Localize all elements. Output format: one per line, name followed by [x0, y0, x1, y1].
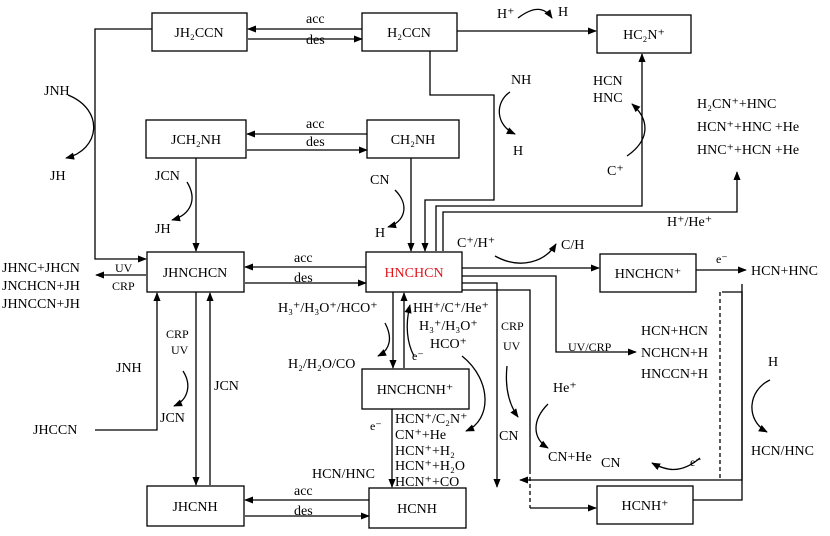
svg-text:UV: UV: [171, 343, 189, 357]
svg-text:CN: CN: [499, 429, 518, 444]
svg-text:acc: acc: [306, 12, 325, 27]
svg-text:HNCHCNH⁺: HNCHCNH⁺: [377, 383, 454, 398]
svg-text:H₂/H₂O/CO: H₂/H₂O/CO: [288, 357, 355, 372]
svg-text:H: H: [375, 226, 385, 241]
svg-text:HCN: HCN: [593, 74, 623, 89]
svg-text:NCHCN+H: NCHCN+H: [641, 346, 708, 361]
svg-text:H₂CN⁺+HNC: H₂CN⁺+HNC: [697, 97, 776, 112]
svg-text:HCN+HNC: HCN+HNC: [751, 264, 818, 279]
svg-text:HCN/HNC: HCN/HNC: [312, 467, 375, 482]
svg-text:HCN+HCN: HCN+HCN: [641, 324, 708, 339]
svg-text:e⁻: e⁻: [370, 419, 382, 433]
svg-text:H: H: [513, 144, 523, 159]
svg-text:HNC⁺+HCN +He: HNC⁺+HCN +He: [697, 143, 799, 158]
svg-text:H₃⁺/H₃O⁺/HCO⁺: H₃⁺/H₃O⁺/HCO⁺: [278, 301, 378, 316]
svg-text:UV/CRP: UV/CRP: [568, 340, 612, 354]
svg-text:des: des: [306, 135, 325, 150]
svg-text:CN: CN: [601, 456, 620, 471]
svg-text:e⁻: e⁻: [690, 455, 702, 469]
svg-text:HCN⁺/C₂N⁺: HCN⁺/C₂N⁺: [395, 412, 468, 427]
svg-text:HCN⁺+H₂: HCN⁺+H₂: [395, 444, 455, 459]
svg-text:JCN: JCN: [155, 169, 180, 184]
svg-text:JH: JH: [50, 169, 66, 184]
svg-text:des: des: [294, 504, 313, 519]
svg-text:UV: UV: [115, 261, 133, 275]
svg-text:H: H: [768, 355, 778, 370]
curved-arrows: [65, 8, 771, 471]
svg-text:JNH: JNH: [44, 84, 70, 99]
svg-text:e⁻: e⁻: [716, 252, 728, 266]
svg-text:HNCHCN: HNCHCN: [384, 266, 443, 281]
svg-text:JCN: JCN: [160, 411, 185, 426]
node-jhcnh: JHCNH: [146, 485, 245, 527]
svg-text:e⁻: e⁻: [412, 349, 424, 363]
svg-text:JHNCCN+JH: JHNCCN+JH: [2, 297, 80, 312]
svg-text:CRP: CRP: [112, 279, 135, 293]
svg-text:UV: UV: [503, 339, 521, 353]
svg-text:acc: acc: [306, 117, 325, 132]
svg-text:JCN: JCN: [214, 379, 239, 394]
svg-text:HCN⁺+CO: HCN⁺+CO: [395, 475, 459, 490]
node-hnchcnh-plus: HNCHCNH⁺: [361, 368, 470, 410]
svg-text:HCNH: HCNH: [397, 502, 437, 517]
svg-text:NH: NH: [511, 73, 531, 88]
node-hc2n-plus: HC₂N⁺: [596, 14, 692, 54]
svg-text:JNH: JNH: [116, 361, 142, 376]
svg-text:JH: JH: [155, 222, 171, 237]
edge-labels: acc des acc des acc des acc des H⁺ H JNH…: [2, 5, 818, 519]
node-jhnchcn: JHNCHCN: [146, 251, 245, 293]
svg-text:C/H: C/H: [561, 238, 584, 253]
svg-text:H⁺: H⁺: [497, 7, 515, 22]
svg-text:JHNC+JHCN: JHNC+JHCN: [2, 261, 80, 276]
svg-text:des: des: [294, 271, 313, 286]
svg-text:HNCCN+H: HNCCN+H: [641, 367, 708, 382]
svg-text:C⁺/H⁺: C⁺/H⁺: [457, 236, 495, 251]
svg-text:HNCHCN⁺: HNCHCN⁺: [615, 267, 682, 282]
node-jh2ccn: JH₂CCN: [151, 12, 248, 52]
svg-text:des: des: [306, 33, 325, 48]
svg-text:HC₂N⁺: HC₂N⁺: [623, 28, 665, 43]
svg-text:H₂CCN: H₂CCN: [387, 26, 431, 41]
svg-text:JNCHCN+JH: JNCHCN+JH: [2, 279, 80, 294]
node-hnchcn-plus: HNCHCN⁺: [599, 253, 697, 293]
svg-text:HCO⁺: HCO⁺: [430, 337, 467, 352]
svg-text:CRP: CRP: [166, 327, 189, 341]
svg-text:HCN/HNC: HCN/HNC: [751, 444, 814, 459]
edges: [94, 25, 747, 520]
svg-text:H⁺/He⁺: H⁺/He⁺: [667, 215, 712, 230]
svg-text:CN⁺+He: CN⁺+He: [395, 428, 446, 443]
svg-text:JHCNH: JHCNH: [172, 500, 217, 515]
svg-text:HCNH⁺: HCNH⁺: [621, 499, 668, 514]
svg-text:HNC: HNC: [593, 91, 623, 106]
node-hnchcn: HNCHCN: [365, 251, 463, 293]
svg-text:JCH₂NH: JCH₂NH: [171, 133, 221, 148]
svg-text:H: H: [558, 5, 568, 20]
svg-text:JHCCN: JHCCN: [33, 423, 77, 438]
svg-text:acc: acc: [294, 484, 313, 499]
svg-text:H₃⁺/H₃O⁺: H₃⁺/H₃O⁺: [419, 319, 478, 334]
svg-text:CRP: CRP: [501, 319, 524, 333]
node-jch2nh: JCH₂NH: [145, 119, 247, 159]
svg-text:HH⁺/C⁺/He⁺: HH⁺/C⁺/He⁺: [413, 301, 489, 316]
svg-text:HCN⁺+HNC +He: HCN⁺+HNC +He: [697, 120, 799, 135]
svg-text:acc: acc: [294, 251, 313, 266]
node-h2ccn: H₂CCN: [361, 12, 458, 52]
svg-text:JHNCHCN: JHNCHCN: [163, 266, 228, 281]
svg-text:CN+He: CN+He: [548, 450, 592, 465]
svg-text:He⁺: He⁺: [553, 381, 577, 396]
svg-text:C⁺: C⁺: [607, 164, 624, 179]
node-hcnh: HCNH: [368, 487, 467, 529]
svg-text:CN: CN: [370, 173, 389, 188]
svg-text:CH₂NH: CH₂NH: [391, 133, 436, 148]
svg-text:HCN⁺+H₂O: HCN⁺+H₂O: [395, 459, 465, 474]
node-hcnh-plus: HCNH⁺: [596, 485, 694, 525]
svg-text:JH₂CCN: JH₂CCN: [174, 26, 223, 41]
node-ch2nh: CH₂NH: [366, 119, 460, 159]
